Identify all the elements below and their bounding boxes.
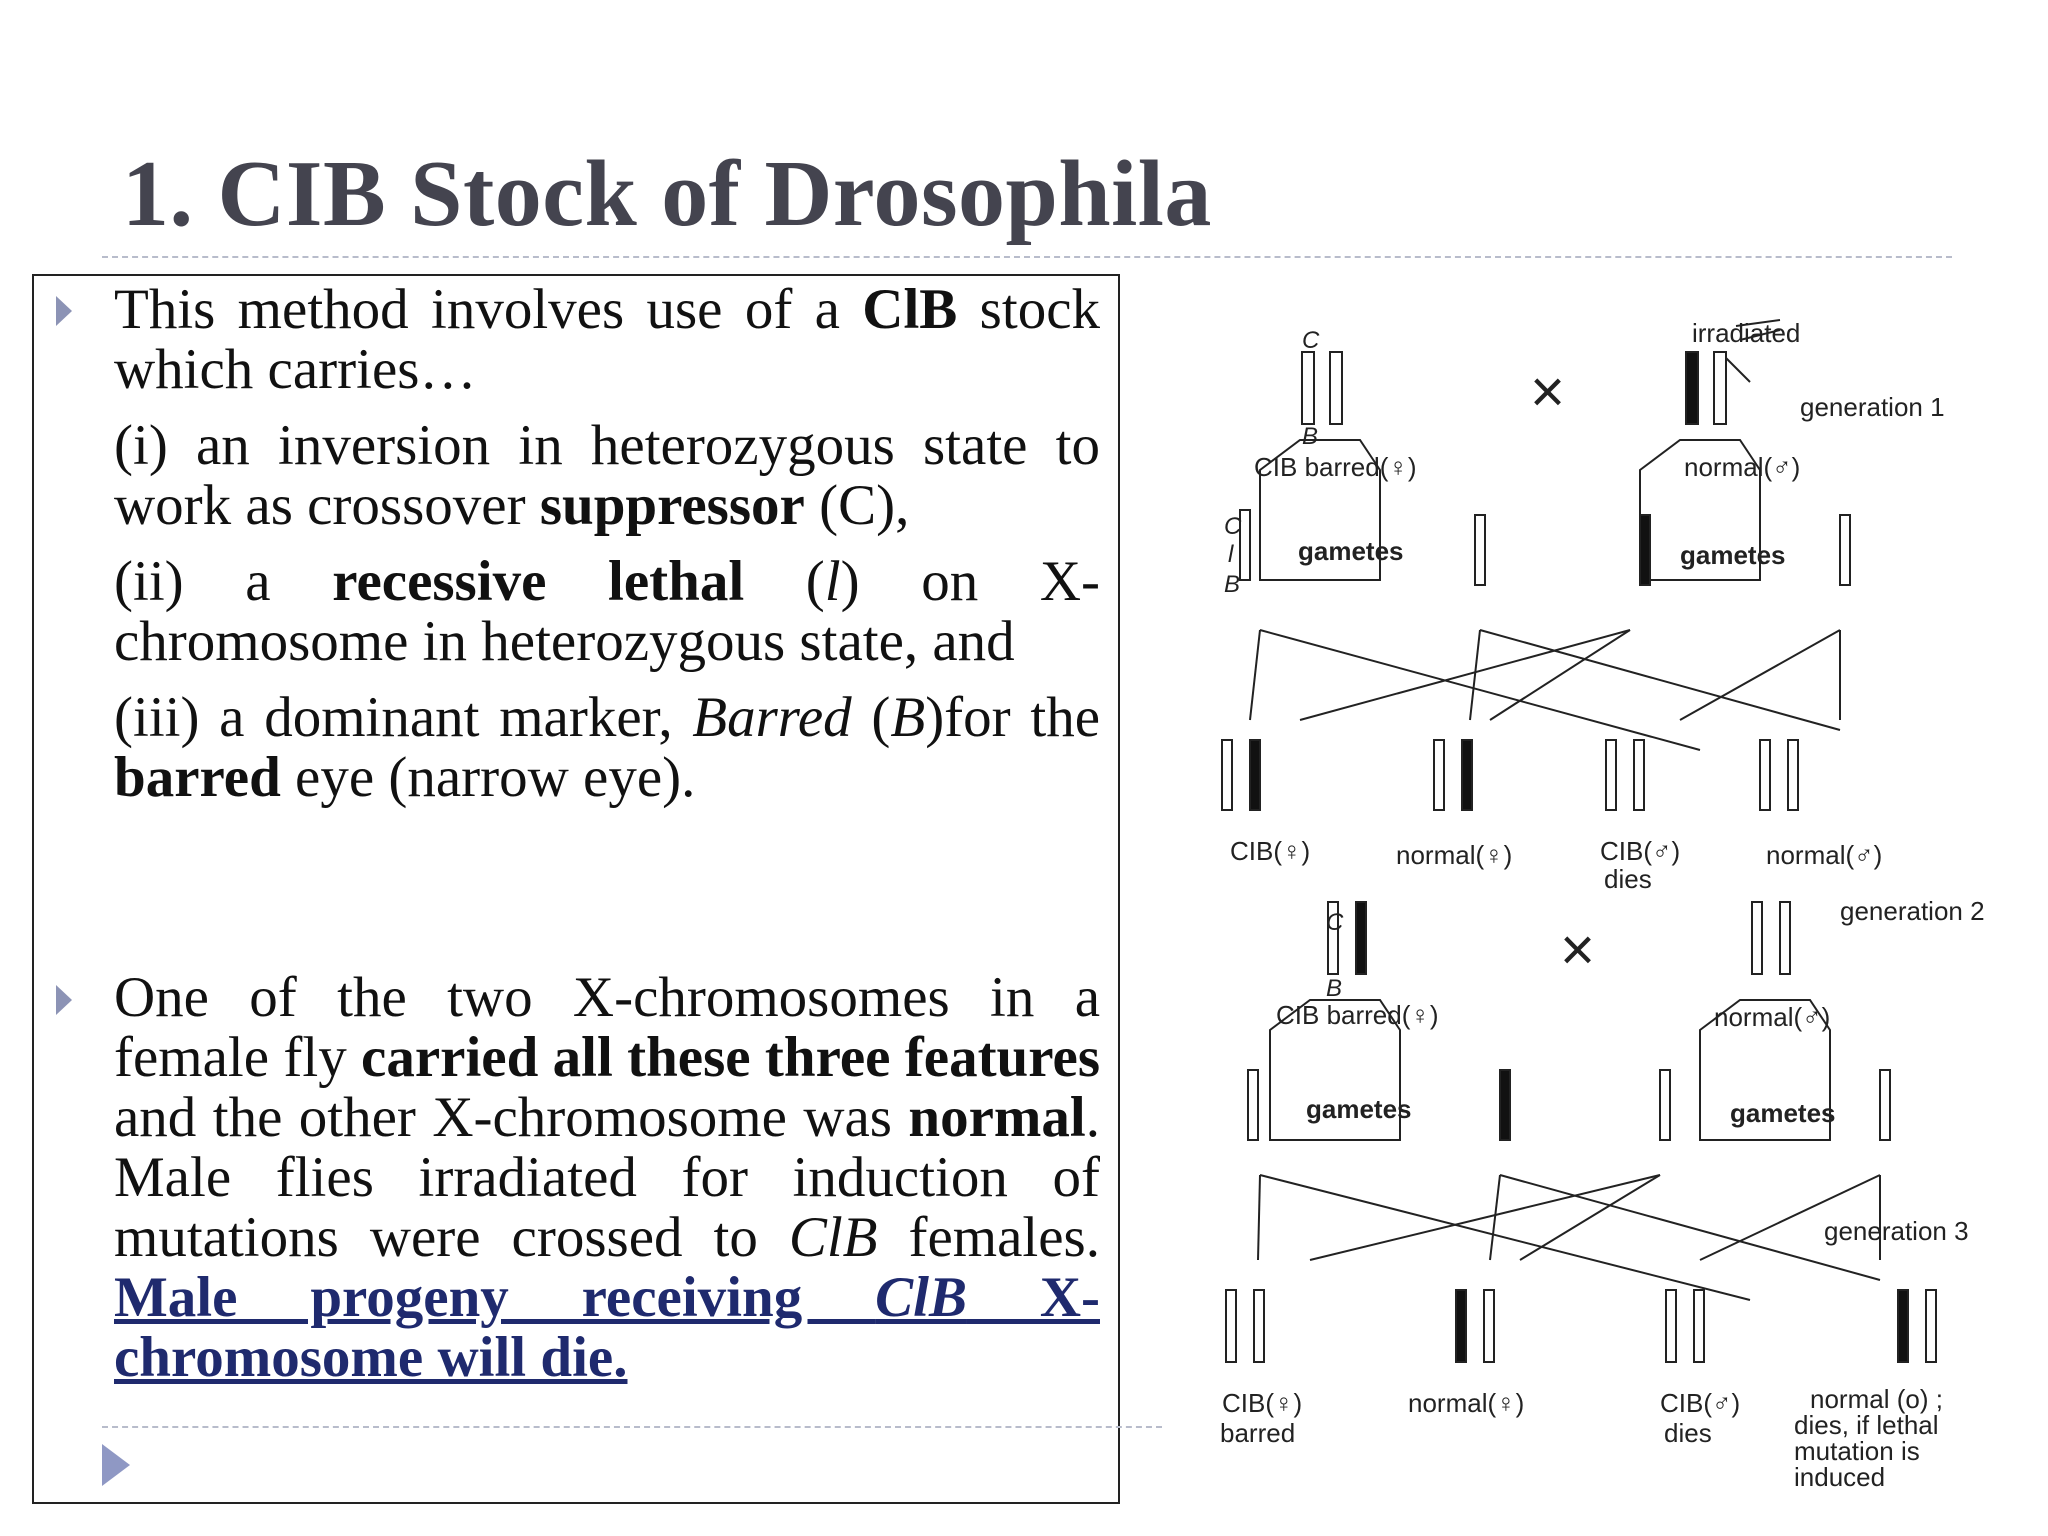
cib-female-label: CIB(♀): [1222, 1388, 1302, 1418]
lethal-note-line1: normal (o) ;: [1810, 1384, 1943, 1414]
lethal-note-line2: dies, if lethal: [1794, 1410, 1939, 1440]
b-marker: B: [1224, 571, 1240, 598]
l-marker: l: [1228, 541, 1234, 568]
dies-label: dies: [1664, 1418, 1712, 1448]
title-divider: [102, 256, 1952, 258]
gametes-label: gametes: [1680, 540, 1786, 570]
bullet-icon: [56, 985, 72, 1015]
cross-symbol: ×: [1560, 916, 1595, 983]
gametes-label: gametes: [1298, 536, 1404, 566]
generation-2-label: generation 2: [1840, 896, 1985, 926]
bottom-divider: [102, 1426, 1162, 1428]
next-arrow-icon[interactable]: [102, 1444, 130, 1486]
generation-1-label: generation 1: [1800, 392, 1945, 422]
c-marker: C: [1326, 909, 1344, 936]
bullet-icon: [56, 296, 72, 326]
cib-barred-female-label: CIB barred(♀): [1276, 1000, 1439, 1030]
gametes-label: gametes: [1306, 1094, 1412, 1124]
dies-label: dies: [1604, 864, 1652, 894]
normal-male-label: normal(♂): [1714, 1002, 1830, 1032]
cib-male-label: CIB(♂): [1660, 1388, 1740, 1418]
normal-male-label: normal(♂): [1766, 840, 1882, 870]
clb-cross-diagram: irradiated generation 1 CIB barred(♀) no…: [1180, 300, 2040, 1510]
text-box: [32, 274, 1120, 1504]
c-marker: C: [1224, 513, 1242, 540]
b-marker: B: [1326, 975, 1342, 1002]
normal-female-label: normal(♀): [1396, 840, 1512, 870]
b-marker: B: [1302, 423, 1318, 450]
lethal-note-line4: induced: [1794, 1462, 1885, 1492]
normal-female-label: normal(♀): [1408, 1388, 1524, 1418]
page-title: 1. CIB Stock of Drosophila: [122, 142, 1212, 246]
point-1: This method involves use of a ClB stock …: [114, 278, 1100, 809]
cib-male-label: CIB(♂): [1600, 836, 1680, 866]
lethal-note-line3: mutation is: [1794, 1436, 1920, 1466]
cib-barred-female-label: CIB barred(♀): [1254, 452, 1417, 482]
normal-male-label: normal(♂): [1684, 452, 1800, 482]
highlight-link[interactable]: Male progeny receiving ClB X-chromosome …: [114, 1266, 1100, 1389]
c-marker: C: [1302, 327, 1320, 354]
barred-label: barred: [1220, 1418, 1295, 1448]
cross-symbol: ×: [1530, 358, 1565, 425]
irradiated-label: irradiated: [1692, 318, 1800, 348]
gametes-label: gametes: [1730, 1098, 1836, 1128]
generation-3-label: generation 3: [1824, 1216, 1969, 1246]
cib-female-label: CIB(♀): [1230, 836, 1310, 866]
point-2: One of the two X-chromosomes in a female…: [114, 966, 1101, 1389]
